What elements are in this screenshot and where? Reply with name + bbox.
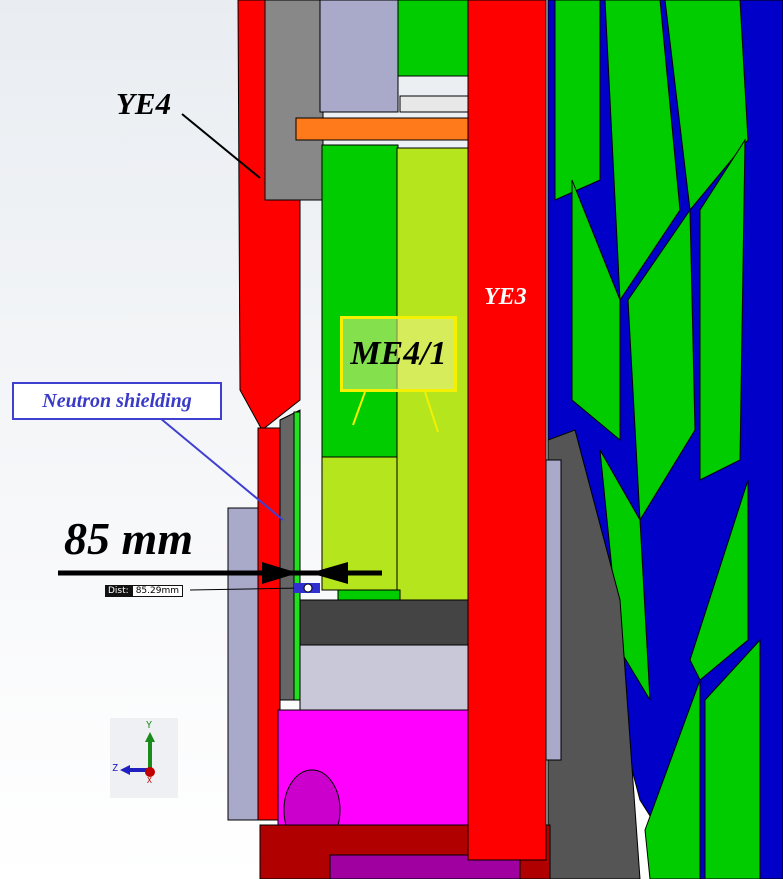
dist-leader	[189, 587, 301, 591]
me41-label-box: ME4/1	[340, 316, 457, 392]
me41-arrow-right	[424, 391, 439, 433]
me41-label: ME4/1	[350, 335, 447, 372]
dist-value: 85.29mm	[131, 585, 183, 597]
right-green-panel	[644, 679, 701, 879]
triad-y-label: Y	[146, 720, 153, 731]
right-green-panel	[704, 638, 761, 879]
right-green-panel	[627, 208, 696, 522]
lavender-plate-left	[227, 507, 259, 821]
me41-arrow-left	[352, 391, 366, 426]
distance-label: 85 mm	[64, 513, 194, 564]
ye4-label: YE4	[116, 86, 172, 121]
dimension-arrow-right	[310, 562, 348, 584]
dark-gray-disk	[547, 429, 641, 879]
y-axis-arrowhead	[145, 732, 155, 742]
neutron-shielding-green-edge	[293, 411, 301, 701]
green-block-top	[397, 0, 471, 77]
ye3-red-disk	[467, 0, 547, 861]
axis-triad-arrows	[120, 732, 155, 777]
right-green-panel	[664, 0, 749, 212]
right-green-panel	[571, 179, 621, 442]
neutron-leader-line	[159, 417, 284, 521]
neutron-shielding-label: Neutron shielding	[42, 389, 192, 412]
x-axis-dot	[145, 767, 155, 777]
ye4-leader-line	[181, 113, 261, 179]
me41-green-chamber	[321, 144, 399, 458]
neutron-shielding-label-box: Neutron shielding	[12, 382, 222, 420]
dark-inner	[299, 599, 471, 651]
right-green-panel	[604, 0, 681, 302]
ye3-label: YE3	[484, 284, 527, 310]
right-green-panel	[554, 0, 601, 201]
me41-yellowgreen-chamber	[396, 147, 471, 641]
red-strip	[257, 427, 281, 821]
axis-triad[interactable]: Y Z X	[110, 718, 178, 798]
ye4-gray-frame	[264, 0, 324, 201]
orange-bar	[295, 117, 471, 141]
measure-dist-tag[interactable]: Dist: 85.29mm	[105, 585, 183, 597]
z-axis-arrowhead	[120, 765, 130, 775]
lavender-block-top	[319, 0, 399, 113]
triad-z-label: Z	[112, 763, 119, 774]
dist-key: Dist:	[105, 585, 132, 597]
right-green-panel	[689, 479, 749, 681]
measure-point	[303, 583, 313, 593]
triad-x-label: X	[147, 776, 152, 785]
right-green-panel	[699, 138, 746, 481]
white-pipe	[399, 95, 471, 113]
light-gray-block	[299, 644, 471, 711]
lavender-bar-right	[544, 459, 562, 761]
dimension-arrow-left	[262, 562, 298, 584]
